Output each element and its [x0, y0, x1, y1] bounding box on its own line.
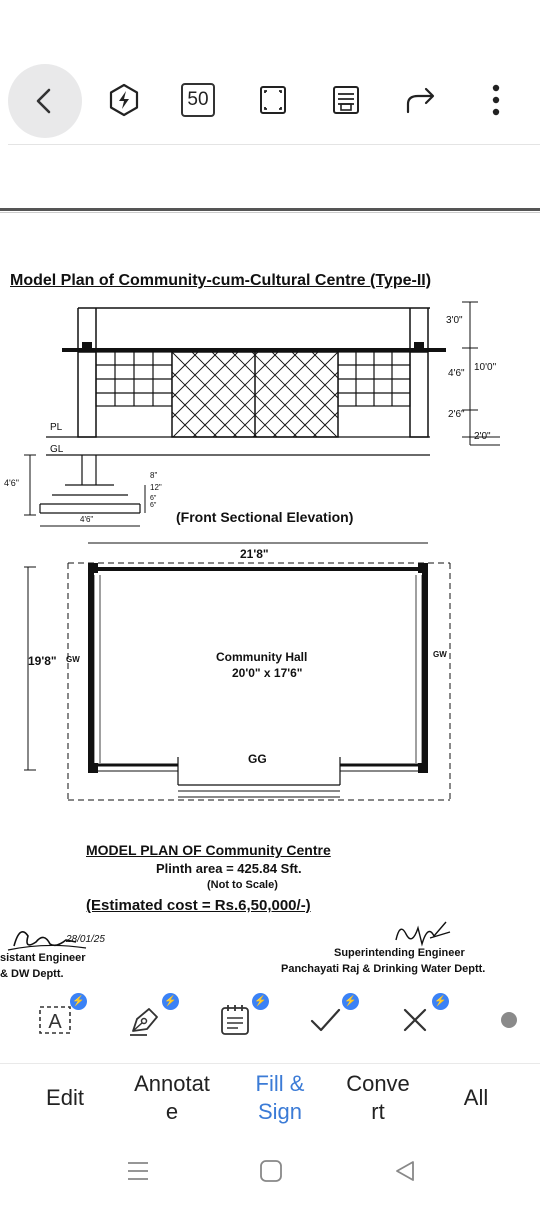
- caption-heading: MODEL PLAN OF Community Centre: [86, 842, 331, 858]
- tab-all[interactable]: All: [463, 1085, 489, 1110]
- dim-8: 8": [150, 471, 158, 480]
- more-options-button[interactable]: [486, 80, 506, 120]
- back-arrow-icon: [36, 88, 51, 114]
- fullscreen-button[interactable]: [256, 80, 290, 120]
- home-icon: [260, 1160, 282, 1182]
- bolt-badge-icon: ⚡: [252, 993, 269, 1010]
- back-button[interactable]: [8, 64, 82, 138]
- right-signatory-title: Superintending Engineer: [334, 947, 465, 959]
- document-page[interactable]: Model Plan of Community-cum-Cultural Cen…: [0, 150, 540, 985]
- dim-10-0: 10'0": [474, 362, 497, 373]
- share-button[interactable]: [403, 80, 439, 120]
- bolt-badge-icon: ⚡: [342, 993, 359, 1010]
- pen-tool[interactable]: ⚡: [122, 993, 179, 1043]
- tab-fill-sign[interactable]: Fill & Sign: [255, 1071, 305, 1124]
- recents-icon: [128, 1162, 148, 1180]
- right-signatory-dept: Panchayati Raj & Drinking Water Deptt.: [281, 963, 486, 975]
- bolt-hexagon-icon: [109, 83, 139, 117]
- dim-4-6-left: 4'6": [4, 478, 19, 488]
- front-elevation-drawing: [24, 301, 500, 527]
- dim-4-6-right: 4'6": [448, 368, 465, 379]
- bolt-badge-icon: ⚡: [70, 993, 87, 1010]
- gate-label: GG: [248, 752, 267, 766]
- more-vert-icon: [492, 84, 500, 116]
- form-icon: [221, 1005, 249, 1035]
- tab-annotate[interactable]: Annotat e: [134, 1071, 210, 1124]
- pen-icon: [130, 1008, 158, 1036]
- dim-12: 12": [150, 483, 162, 492]
- share-icon: [406, 87, 435, 114]
- label-gl: GL: [50, 444, 64, 455]
- tab-edit[interactable]: Edit: [46, 1085, 84, 1110]
- plan-title: Model Plan of Community-cum-Cultural Cen…: [10, 272, 432, 289]
- reader-mode-button[interactable]: [329, 80, 363, 120]
- fill-sign-tools: A ⚡ ⚡ ⚡ ⚡ ⚡: [0, 985, 540, 1065]
- dim-2-0: 2'0": [474, 431, 491, 442]
- nav-back-icon: [396, 1161, 414, 1181]
- toolbar-divider: [8, 144, 540, 145]
- check-icon: [310, 1008, 341, 1032]
- dot-icon: [501, 1012, 517, 1028]
- dim-6a: 6": [150, 495, 157, 502]
- reader-mode-icon: [333, 86, 359, 114]
- svg-text:A: A: [48, 1011, 62, 1033]
- dim-6b: 6": [150, 502, 157, 509]
- form-tool[interactable]: ⚡: [212, 993, 269, 1043]
- bolt-badge-icon: ⚡: [162, 993, 179, 1010]
- left-signatory-title: sistant Engineer: [0, 952, 86, 964]
- elevation-caption: (Front Sectional Elevation): [176, 509, 354, 525]
- label-pl: PL: [50, 422, 63, 433]
- recents-button[interactable]: [125, 1158, 151, 1189]
- check-tool[interactable]: ⚡: [302, 993, 359, 1043]
- left-signature-date: 28/01/25: [66, 934, 105, 945]
- bolt-badge-icon: ⚡: [432, 993, 449, 1010]
- fullscreen-icon: [260, 86, 286, 114]
- system-nav-bar: [0, 1140, 540, 1206]
- bolt-tool-button[interactable]: [104, 80, 144, 120]
- dim-2-6: 2'6": [448, 409, 465, 420]
- page-count-icon: 50: [181, 83, 215, 117]
- tab-convert[interactable]: Conve rt: [346, 1071, 410, 1124]
- dim-3-0: 3'0": [446, 315, 463, 326]
- page-count-button[interactable]: 50: [181, 80, 215, 120]
- right-signature: [395, 921, 451, 947]
- gw-right: GW: [433, 650, 447, 659]
- home-button[interactable]: [258, 1158, 284, 1189]
- page-top-rule-shadow: [0, 212, 540, 213]
- dot-tool[interactable]: [486, 997, 532, 1043]
- dim-4-6-base: 4'6": [80, 515, 94, 524]
- text-box-tool[interactable]: A ⚡: [32, 993, 87, 1043]
- plinth-area: Plinth area = 425.84 Sft.: [156, 861, 302, 876]
- nav-back-button[interactable]: [392, 1158, 418, 1189]
- estimated-cost: (Estimated cost = Rs.6,50,000/-): [86, 897, 311, 914]
- scale-note: (Not to Scale): [207, 879, 278, 891]
- top-toolbar: 50: [0, 0, 540, 145]
- left-signature: [7, 930, 87, 951]
- gw-left: GW: [66, 655, 80, 664]
- floor-plan-drawing: [24, 542, 451, 801]
- cross-icon: [403, 1008, 427, 1032]
- plan-width-dim: 21'8": [240, 547, 269, 561]
- tools-divider: [0, 1063, 540, 1064]
- room-name: Community Hall: [216, 650, 308, 664]
- text-box-icon: A: [39, 1006, 71, 1034]
- plan-height-dim: 19'8": [28, 654, 57, 668]
- cross-tool[interactable]: ⚡: [392, 993, 449, 1043]
- page-top-rule: [0, 208, 540, 211]
- left-signatory-dept: & DW Deptt.: [0, 968, 64, 980]
- room-size: 20'0" x 17'6": [232, 666, 303, 680]
